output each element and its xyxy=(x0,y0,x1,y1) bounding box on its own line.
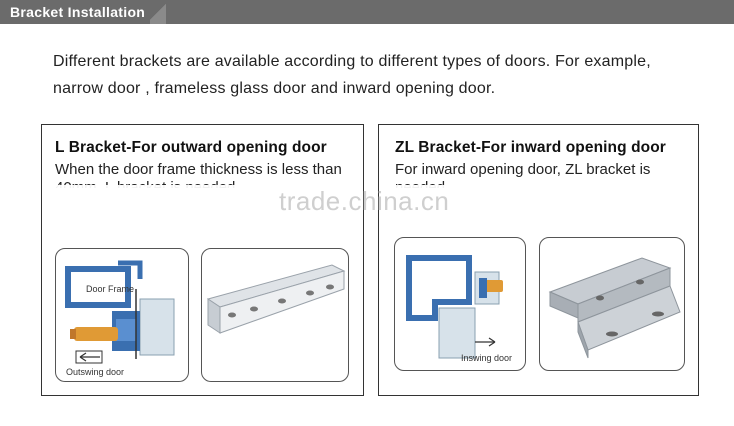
intro-paragraph: Different brackets are available accordi… xyxy=(53,48,713,102)
mount-hole-1 xyxy=(596,295,604,301)
panel-description-cut: needed. xyxy=(395,179,450,188)
mount-hole-1 xyxy=(228,312,236,318)
door-frame-label: Door Frame xyxy=(86,284,135,294)
panel-title: ZL Bracket-For inward opening door xyxy=(395,139,666,156)
mount-hole-3 xyxy=(606,331,618,337)
mount-hole-2 xyxy=(250,306,258,312)
inswing-door-label: Inswing door xyxy=(461,353,513,363)
magnet-highlight xyxy=(479,278,487,298)
l-bracket-photo-card xyxy=(201,248,349,382)
door-frame-inner xyxy=(72,273,124,301)
bolt-body xyxy=(483,280,503,292)
panel-fade-overlay xyxy=(379,185,698,235)
door-frame-inner xyxy=(413,262,465,298)
magnet-highlight xyxy=(116,319,136,341)
mount-hole-3 xyxy=(278,298,286,304)
section-header-bar xyxy=(0,0,734,24)
intro-line-2: narrow door , frameless glass door and i… xyxy=(53,80,496,97)
bolt-tip xyxy=(70,329,76,339)
outswing-arrow xyxy=(79,352,100,362)
zl-bracket-product-image xyxy=(548,257,681,359)
mount-hole-4 xyxy=(652,311,664,317)
section-title: Bracket Installation xyxy=(10,4,146,20)
zl-bracket-photo-card xyxy=(539,237,685,371)
zl-bracket-installation-diagram xyxy=(406,255,503,359)
zl-bracket-diagram-card: Inswing door xyxy=(394,237,526,371)
mount-hole-2 xyxy=(636,279,644,285)
l-bracket-diagram-card: Door Frame Outswing door xyxy=(55,248,189,382)
zl-bracket-panel: ZL Bracket-For inward opening door For i… xyxy=(378,124,699,396)
header-tab-corner xyxy=(150,0,166,24)
outswing-door-label: Outswing door xyxy=(66,367,125,377)
intro-line-1: Different brackets are available accordi… xyxy=(53,53,651,70)
panel-title: L Bracket-For outward opening door xyxy=(55,139,327,156)
panel-fade-overlay xyxy=(42,185,363,235)
panel-description: For inward opening door, ZL bracket is xyxy=(395,161,651,178)
watermark-text: trade.china.cn xyxy=(279,186,450,216)
arrow-box xyxy=(75,350,103,364)
door-leaf xyxy=(438,307,476,359)
l-bracket-product-image xyxy=(206,264,346,334)
panel-description-cut: 40mm, L bracket is needed. xyxy=(55,179,240,188)
mount-hole-5 xyxy=(326,284,334,290)
mount-hole-4 xyxy=(306,290,314,296)
bolt-body xyxy=(74,327,118,341)
bracket-lower-wall xyxy=(577,321,589,359)
inswing-arrow xyxy=(475,337,496,347)
l-bracket-installation-diagram xyxy=(65,260,175,364)
door-frame-lip xyxy=(118,260,143,279)
bracket-plate xyxy=(139,298,175,356)
l-bracket-panel: L Bracket-For outward opening door When … xyxy=(41,124,364,396)
panel-description: When the door frame thickness is less th… xyxy=(55,161,342,178)
